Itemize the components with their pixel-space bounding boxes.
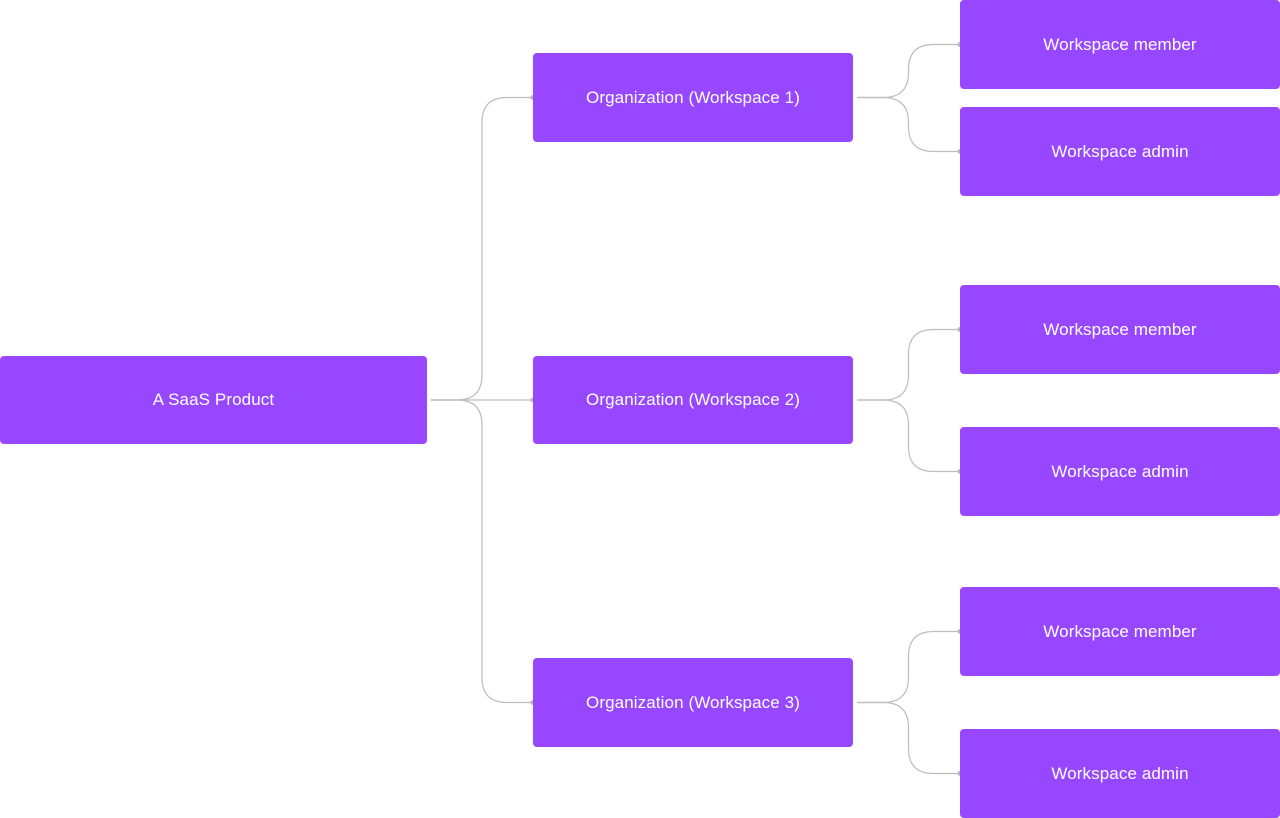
workspace-member-node-2[interactable]: Workspace member	[960, 285, 1280, 374]
root-node-label: A SaaS Product	[152, 390, 275, 409]
workspace-member-node-3[interactable]: Workspace member	[960, 587, 1280, 676]
connector-org-2-to-admin	[857, 399, 960, 473]
connector-root-to-org-3	[431, 399, 533, 704]
connector-org-3-to-member	[857, 630, 960, 704]
connector-org-3-to-admin	[857, 701, 960, 775]
root-node[interactable]: A SaaS Product	[0, 356, 427, 444]
workspace-admin-node-2[interactable]: Workspace admin	[960, 427, 1280, 516]
connector-org-1-to-member	[857, 43, 960, 99]
workspace-admin-node-1[interactable]: Workspace admin	[960, 107, 1280, 196]
organization-node-label: Organization (Workspace 2)	[586, 390, 800, 409]
organization-node-label: Organization (Workspace 1)	[586, 87, 800, 107]
workspace-admin-label: Workspace admin	[1051, 461, 1189, 481]
workspace-member-label: Workspace member	[1043, 319, 1197, 339]
organization-node-1[interactable]: Organization (Workspace 1)	[533, 53, 853, 142]
workspace-member-label: Workspace member	[1043, 34, 1197, 54]
workspace-admin-node-3[interactable]: Workspace admin	[960, 729, 1280, 818]
organization-node-label: Organization (Workspace 3)	[586, 692, 800, 712]
workspace-member-node-1[interactable]: Workspace member	[960, 0, 1280, 89]
connector-org-2-to-member	[857, 328, 960, 401]
workspace-member-label: Workspace member	[1043, 621, 1197, 641]
workspace-admin-label: Workspace admin	[1051, 763, 1189, 783]
workspace-admin-label: Workspace admin	[1051, 141, 1189, 161]
connector-org-1-to-admin	[857, 96, 960, 153]
connector-root-to-org-1	[431, 96, 533, 401]
organization-node-2[interactable]: Organization (Workspace 2)	[533, 356, 853, 444]
organization-node-3[interactable]: Organization (Workspace 3)	[533, 658, 853, 747]
